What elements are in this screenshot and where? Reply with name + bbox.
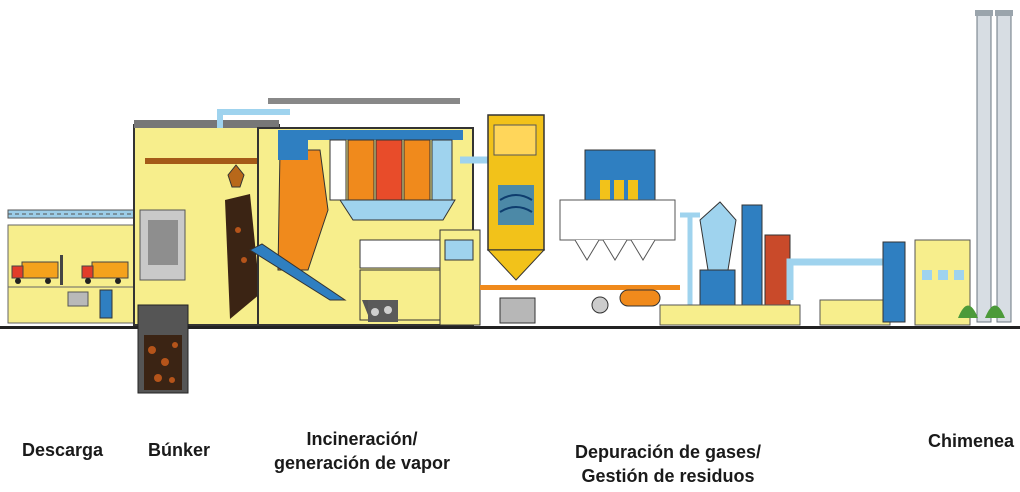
bunker [133,120,280,394]
ground-line [0,326,1020,329]
truck-icon [81,261,129,284]
stack-section [786,10,1013,326]
unloading-hall [7,209,139,324]
caption-bunker: Búnker [148,440,211,460]
chimney-right [996,11,1012,323]
gas-treatment-section [439,114,801,326]
boiler-hall [217,98,504,326]
truck-icon [11,261,59,284]
caption-descarga: Descarga [22,440,104,460]
caption-chimenea: Chimenea [928,431,1015,451]
caption-incineracion: Incineración/ generación de vapor [273,429,451,473]
caption-depuracion: Depuración de gases/ Gestión de residuos [574,442,762,486]
chimney-left [976,11,992,323]
